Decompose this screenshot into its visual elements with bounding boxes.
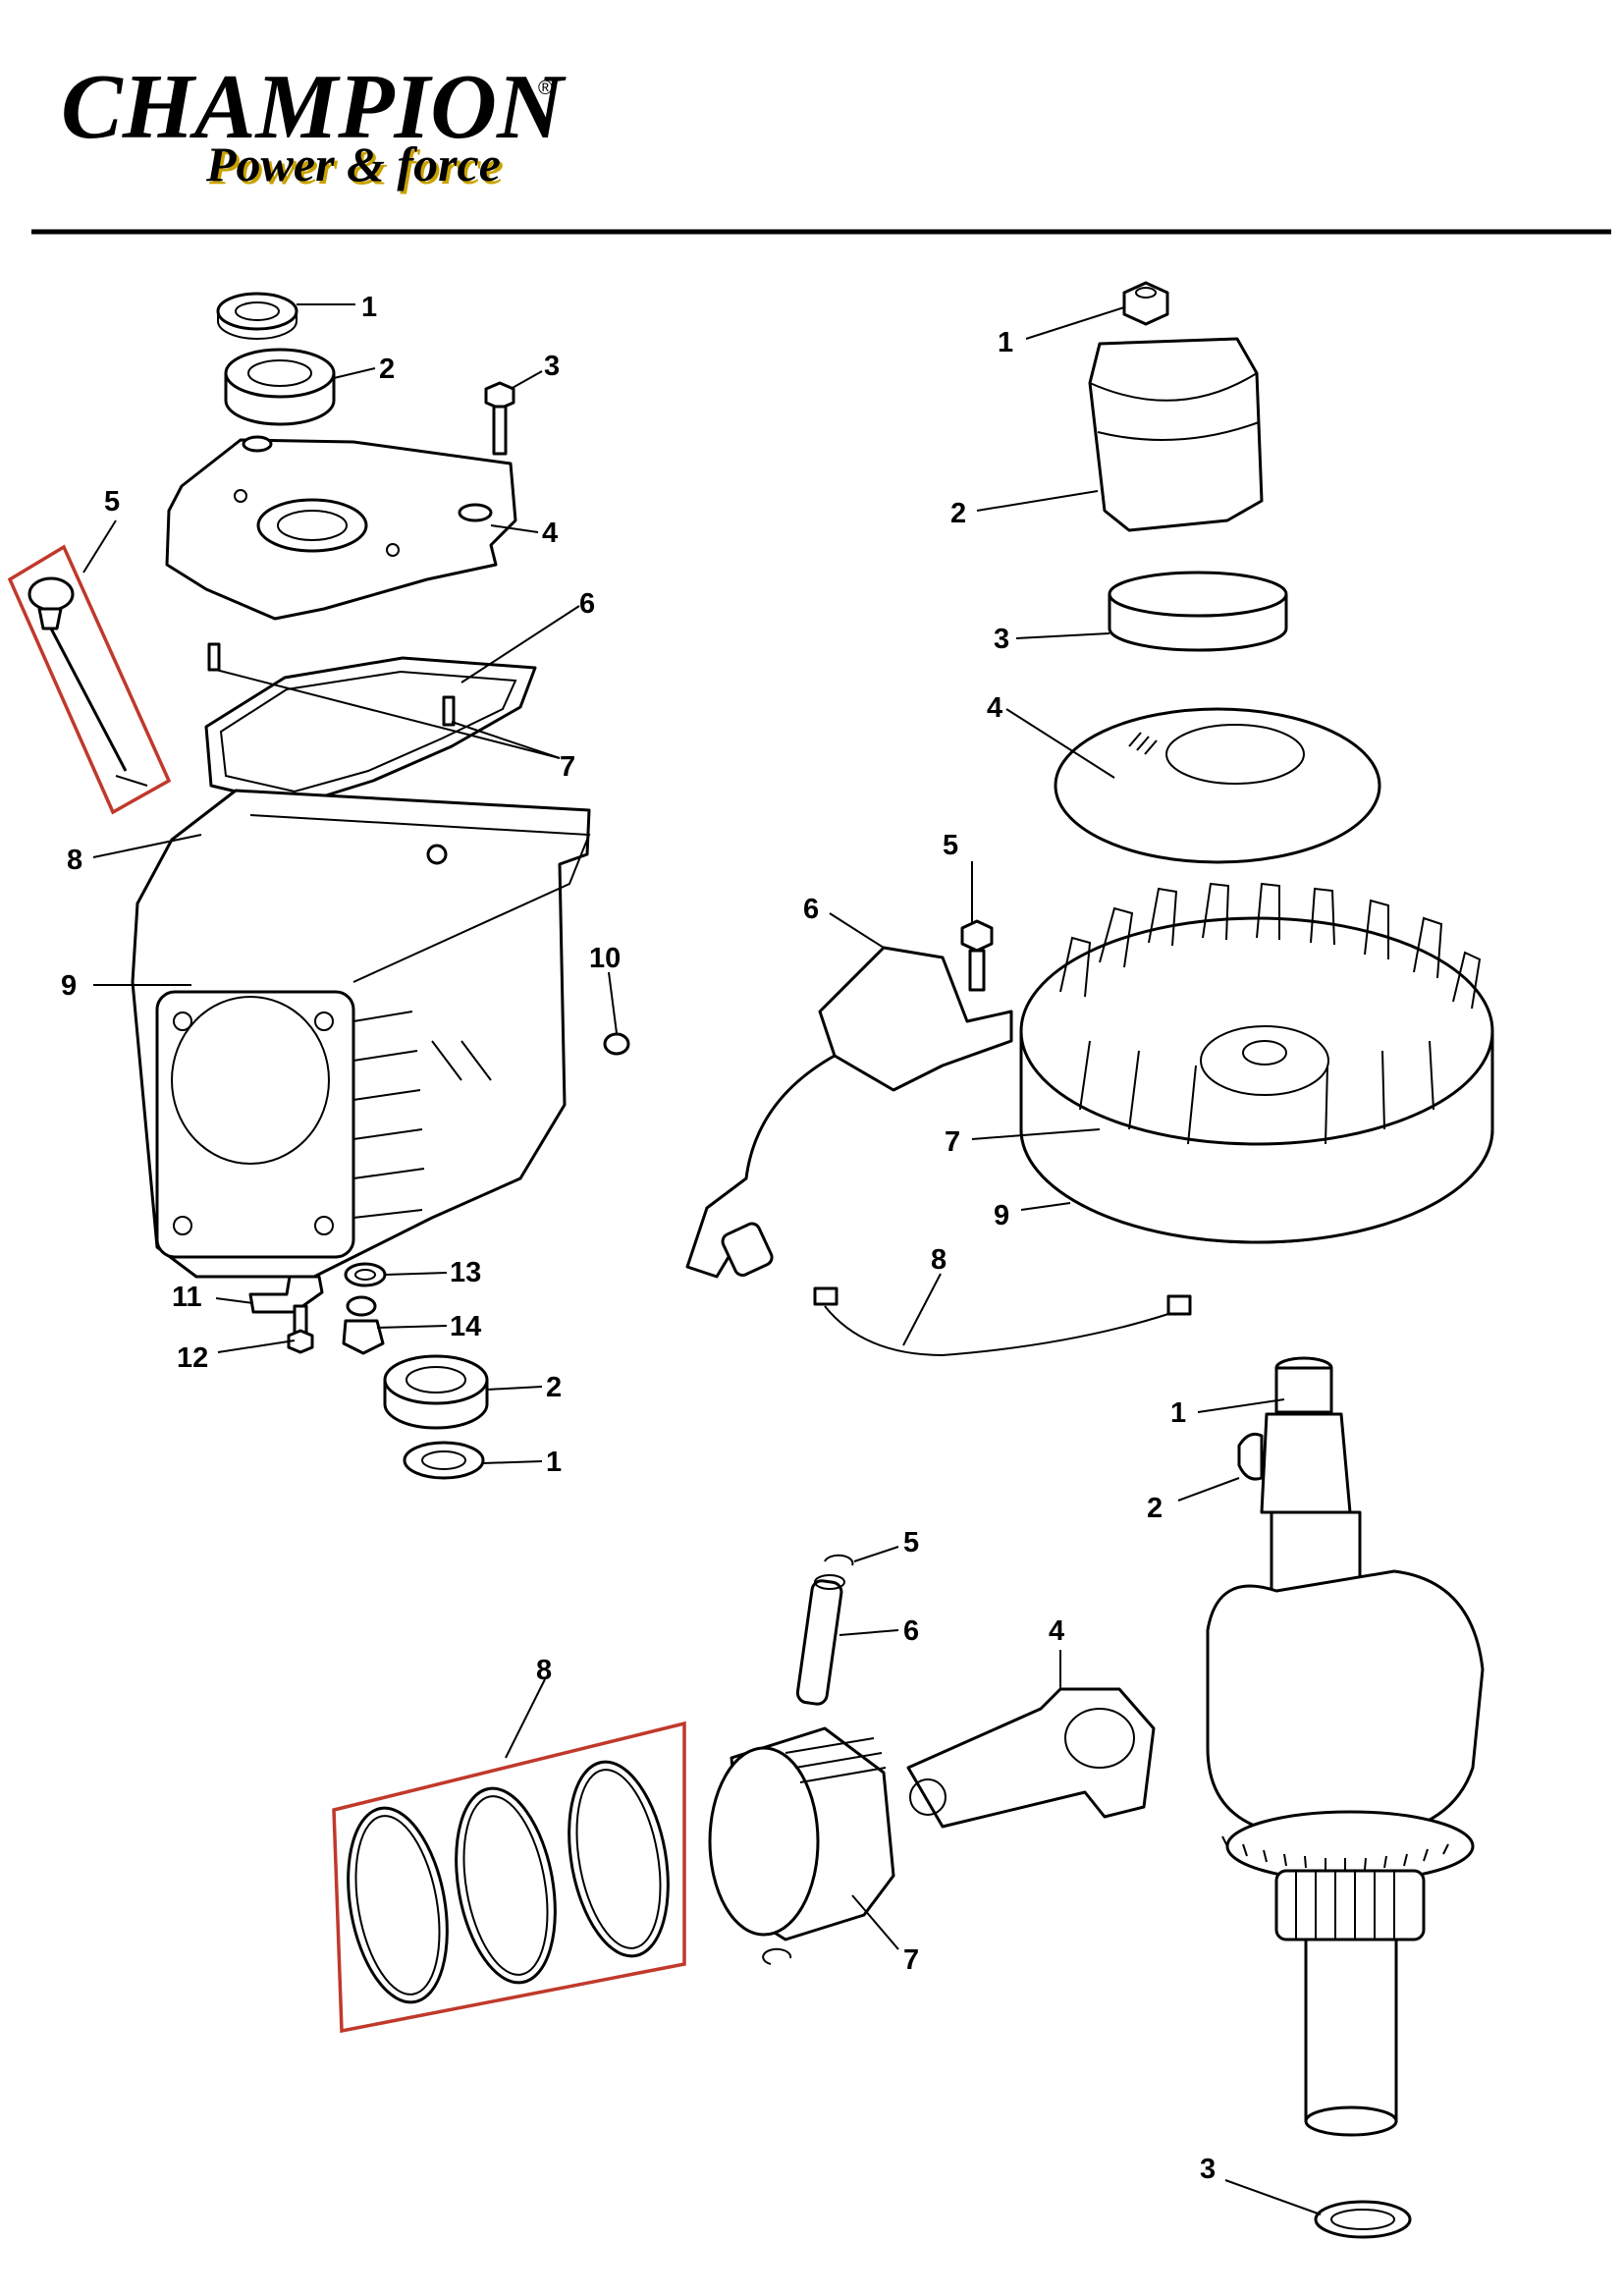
bearing-top xyxy=(224,348,336,426)
oil-seal-bottom xyxy=(403,1441,485,1480)
callout-flywheel-1: 1 xyxy=(998,327,1013,358)
callout-crankcase-1b: 1 xyxy=(546,1447,562,1478)
brand-name: CHAMPION xyxy=(61,56,567,158)
crankcase-block xyxy=(131,789,591,1279)
bearing-bottom xyxy=(383,1354,489,1430)
callout-crankcase-3: 3 xyxy=(544,351,560,382)
crankcase-assembly: 1 2 3 4 5 6 7 8 9 10 11 12 13 14 2 1 xyxy=(7,292,630,1480)
connecting-rod xyxy=(906,1687,1156,1829)
brand-registered-mark: ® xyxy=(538,78,553,99)
piston-pin xyxy=(795,1574,845,1706)
callout-crankcase-2: 2 xyxy=(379,354,395,385)
flywheel-nut xyxy=(1122,281,1169,326)
drain-plug-10 xyxy=(603,1032,630,1056)
dipstick xyxy=(7,544,172,815)
crankshaft-key xyxy=(1237,1432,1264,1481)
callout-piston-7: 7 xyxy=(903,1944,919,1976)
callout-crankcase-6: 6 xyxy=(579,588,595,620)
callout-crankcase-11: 11 xyxy=(172,1282,202,1313)
brand-tagline: Power & force xyxy=(205,137,501,191)
callout-piston-4: 4 xyxy=(1049,1615,1064,1647)
crankshaft-assembly: 1 2 3 xyxy=(1147,1356,1485,2239)
callout-crankcase-14: 14 xyxy=(450,1311,481,1342)
callout-crankcase-5: 5 xyxy=(104,486,120,518)
piston xyxy=(708,1726,895,1965)
drain-plug-14 xyxy=(342,1295,385,1355)
champion-logo: CHAMPION ® Power & force Power & force xyxy=(61,56,567,194)
crankcase-cover xyxy=(165,435,517,621)
ignition-coil xyxy=(685,946,1013,1279)
callout-piston-8: 8 xyxy=(536,1655,552,1686)
callout-flywheel-7: 7 xyxy=(945,1126,960,1158)
ignition-bolt xyxy=(960,919,994,992)
callout-flywheel-6: 6 xyxy=(803,894,819,925)
callout-flywheel-8: 8 xyxy=(931,1244,947,1276)
brand-tagline-shadow: Power & force xyxy=(208,139,504,194)
piston-clip-bottom xyxy=(762,1947,792,1965)
flywheel-screen xyxy=(1054,707,1381,864)
callout-crankcase-7: 7 xyxy=(560,751,575,783)
callout-piston-6: 6 xyxy=(903,1615,919,1647)
callout-flywheel-5: 5 xyxy=(943,830,958,861)
dowel-pins xyxy=(207,642,456,727)
callout-crankshaft-3: 3 xyxy=(1200,2154,1216,2185)
piston-rings xyxy=(347,1760,670,2004)
piston-rings-highlight-box xyxy=(332,1721,686,2034)
callout-flywheel-3: 3 xyxy=(994,624,1009,655)
bolt-3 xyxy=(484,381,515,456)
washer-13 xyxy=(344,1262,387,1287)
oil-seal-top xyxy=(216,292,298,340)
callout-flywheel-4: 4 xyxy=(987,692,1002,724)
fan-band xyxy=(1108,571,1288,652)
flywheel xyxy=(1019,882,1494,1244)
callout-crankcase-8: 8 xyxy=(67,845,82,876)
callout-crankcase-1: 1 xyxy=(361,292,377,323)
callout-crankcase-4: 4 xyxy=(542,518,558,549)
callout-crankshaft-2: 2 xyxy=(1147,1493,1163,1524)
flywheel-assembly: 1 2 3 4 5 6 7 9 8 xyxy=(685,281,1494,1357)
callout-crankshaft-1: 1 xyxy=(1170,1397,1186,1429)
callout-crankcase-12: 12 xyxy=(177,1342,208,1374)
callout-crankcase-2b: 2 xyxy=(546,1372,562,1403)
piston-assembly: 8 5 6 4 7 xyxy=(332,1527,1156,2034)
callout-crankcase-13: 13 xyxy=(450,1257,481,1288)
callout-crankcase-10: 10 xyxy=(589,943,621,974)
callout-flywheel-9: 9 xyxy=(994,1200,1009,1231)
crankshaft xyxy=(1206,1356,1485,2137)
piston-pin-clip xyxy=(824,1554,854,1566)
callout-flywheel-2: 2 xyxy=(950,498,966,529)
kill-switch-wire xyxy=(813,1286,1192,1357)
bracket-11 xyxy=(248,1275,324,1314)
thrust-washer xyxy=(1314,2200,1412,2239)
bolt-12 xyxy=(287,1304,314,1354)
callout-piston-5: 5 xyxy=(903,1527,919,1558)
callout-crankcase-9: 9 xyxy=(61,970,77,1002)
starter-cup xyxy=(1088,337,1264,532)
